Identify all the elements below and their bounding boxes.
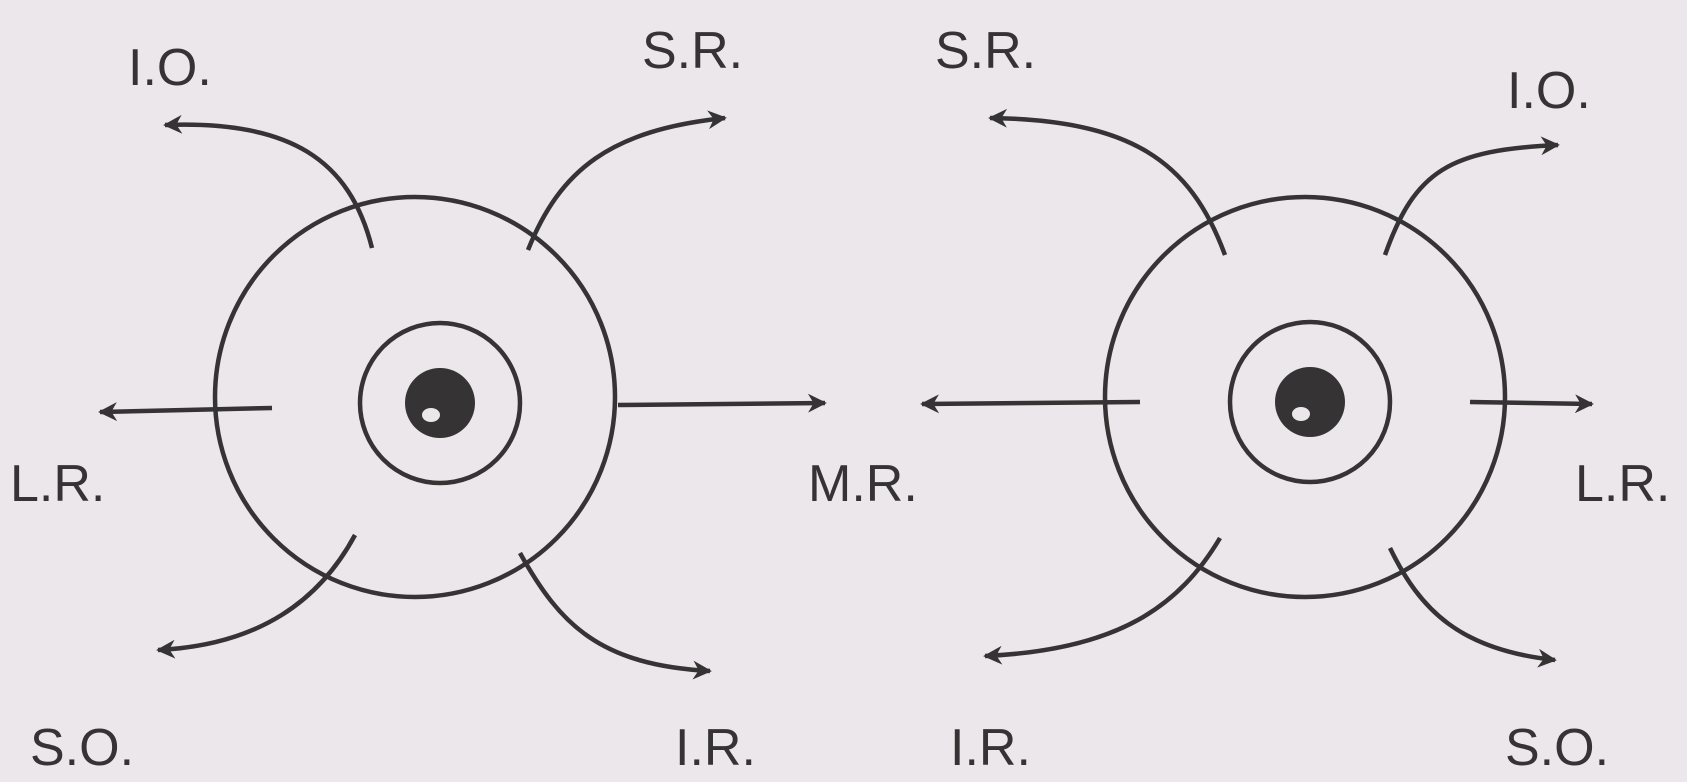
lr-arrow-left-eye	[1469, 394, 1594, 414]
left-eye-pupil	[1275, 367, 1345, 437]
io-arrow-right-eye	[163, 114, 375, 249]
label-so-right-eye: S.O.	[30, 719, 135, 777]
right-eye-pupil	[405, 368, 475, 438]
sr-arrow-left-eye	[988, 108, 1228, 256]
left-eye-iris	[1227, 319, 1393, 485]
right-eye-globe	[212, 194, 618, 600]
mr-arrow-left-eye	[920, 394, 1141, 414]
right-eye-highlight	[422, 408, 440, 422]
left-eye-highlight	[1292, 407, 1310, 421]
lr-arrow-right-eye	[98, 402, 273, 422]
io-arrow-left-eye	[1382, 136, 1560, 256]
ir-arrow-right-eye	[518, 551, 712, 680]
label-io-left-eye: I.O.	[1507, 62, 1591, 120]
label-io-right-eye: I.O.	[128, 39, 212, 97]
so-arrow-right-eye	[156, 533, 357, 659]
left-eye-globe	[1102, 194, 1508, 600]
label-ir-right-eye: I.R.	[675, 719, 756, 777]
label-lr-left-eye: L.R.	[1575, 455, 1671, 513]
mr-arrow-right-eye	[617, 393, 827, 413]
label-lr-right-eye: L.R.	[10, 455, 106, 513]
ir-arrow-left-eye	[983, 536, 1222, 665]
left-eye-diagram	[920, 108, 1594, 668]
so-arrow-left-eye	[1387, 547, 1557, 668]
label-so-left-eye: S.O.	[1505, 719, 1610, 777]
sr-arrow-right-eye	[525, 110, 727, 251]
right-eye-iris	[357, 320, 523, 486]
label-mr: M.R.	[808, 455, 918, 513]
label-sr-left-eye: S.R.	[935, 22, 1037, 80]
label-ir-left-eye: I.R.	[950, 719, 1031, 777]
label-sr-right-eye: S.R.	[642, 22, 744, 80]
right-eye-diagram	[98, 110, 827, 680]
